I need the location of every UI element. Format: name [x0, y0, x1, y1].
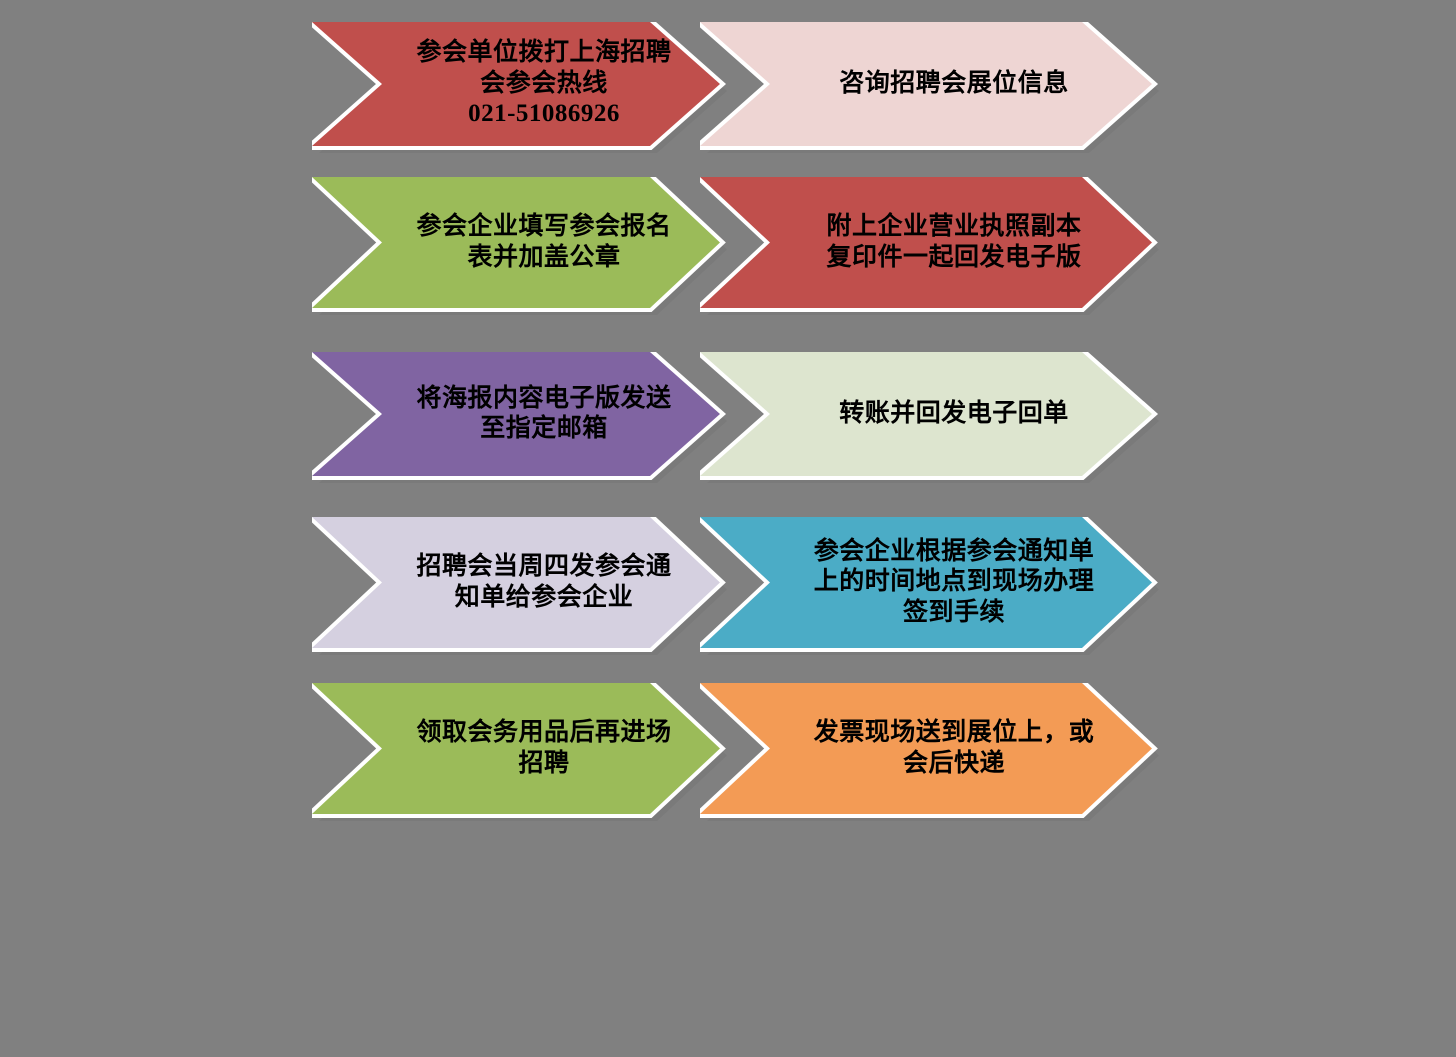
chevron-shape-step-1-left — [312, 22, 727, 153]
chevron-step-2-left[interactable]: 参会企业填写参会报名 表并加盖公章 — [312, 177, 732, 320]
chevron-step-1-right[interactable]: 咨询招聘会展位信息 — [700, 22, 1164, 158]
chevron-fill — [700, 517, 1152, 648]
chevron-fill — [312, 352, 720, 476]
chevron-shape-step-3-left — [312, 352, 727, 483]
chevron-fill — [312, 517, 720, 648]
chevron-shape-step-2-left — [312, 177, 727, 315]
chevron-fill — [700, 177, 1152, 308]
chevron-fill — [312, 22, 720, 146]
chevron-fill — [700, 22, 1152, 146]
chevron-step-5-left[interactable]: 领取会务用品后再进场 招聘 — [312, 683, 732, 826]
chevron-step-5-right[interactable]: 发票现场送到展位上，或 会后快递 — [700, 683, 1164, 826]
chevron-shape-step-2-right — [700, 177, 1159, 315]
chevron-step-3-right[interactable]: 转账并回发电子回单 — [700, 352, 1164, 488]
chevron-step-2-right[interactable]: 附上企业营业执照副本 复印件一起回发电子版 — [700, 177, 1164, 320]
chevron-fill — [312, 177, 720, 308]
chevron-shape-step-4-left — [312, 517, 727, 655]
chevron-step-4-right[interactable]: 参会企业根据参会通知单 上的时间地点到现场办理 签到手续 — [700, 517, 1164, 660]
chevron-step-1-left[interactable]: 参会单位拨打上海招聘 会参会热线 021-51086926 — [312, 22, 732, 158]
chevron-fill — [312, 683, 720, 814]
chevron-fill — [700, 352, 1152, 476]
chevron-step-3-left[interactable]: 将海报内容电子版发送 至指定邮箱 — [312, 352, 732, 488]
chevron-shape-step-5-left — [312, 683, 727, 821]
chevron-shape-step-3-right — [700, 352, 1159, 483]
chevron-step-4-left[interactable]: 招聘会当周四发参会通 知单给参会企业 — [312, 517, 732, 660]
chevron-shape-step-5-right — [700, 683, 1159, 821]
chevron-fill — [700, 683, 1152, 814]
chevron-shape-step-1-right — [700, 22, 1159, 153]
chevron-shape-step-4-right — [700, 517, 1159, 655]
